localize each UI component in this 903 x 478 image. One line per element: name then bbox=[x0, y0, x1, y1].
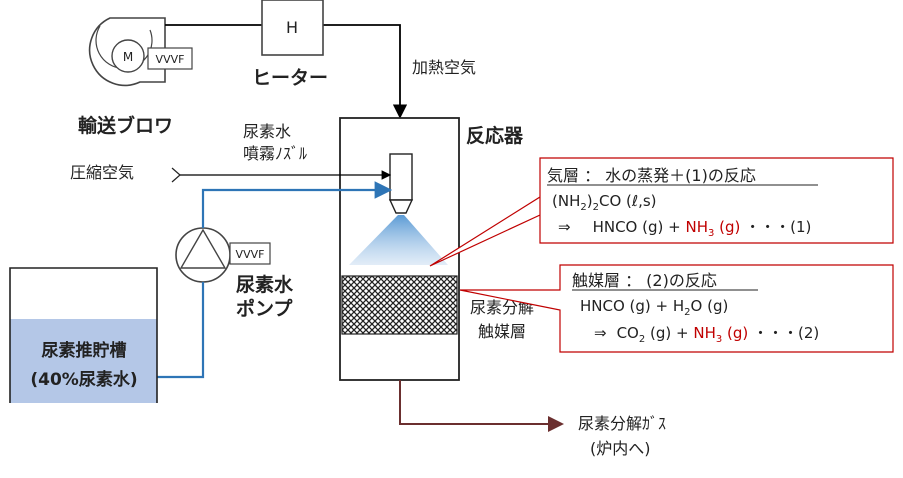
nozzle-label-line2: 噴霧ﾉｽﾞﾙ bbox=[243, 144, 307, 163]
urea-line-pump-nozzle bbox=[201, 181, 393, 228]
spray-cone bbox=[349, 215, 448, 265]
gas-box-title: 気層 ： 水の蒸発＋(1)の反応 bbox=[547, 166, 756, 185]
tank-outline bbox=[9, 267, 158, 403]
cat-box-eq2: ⇒CO2 (g) + NH3 (g) ・・・(2) bbox=[594, 324, 819, 345]
blower-vvvf-box bbox=[147, 47, 193, 70]
transport-blower: M VVVF bbox=[88, 17, 193, 87]
gas-box-eq1: (NH2)2CO (ℓ,s) bbox=[552, 192, 657, 213]
spray-nozzle bbox=[388, 153, 414, 214]
heated-air-label: 加熱空気 bbox=[412, 58, 476, 77]
nozzle-label-line1: 尿素水 bbox=[243, 122, 291, 141]
blower-label: 輸送ブロワ bbox=[78, 114, 173, 137]
tank-label-line2: (40%尿素水) bbox=[30, 369, 137, 390]
compressed-air-inlet-icon bbox=[171, 167, 181, 183]
pump-vvvf-label: VVVF bbox=[236, 248, 265, 261]
outlet-gas-line bbox=[399, 380, 564, 432]
urea-pump: VVVF bbox=[175, 227, 271, 283]
pump-label-line2: ポンプ bbox=[236, 297, 293, 320]
catalyst-callout bbox=[459, 264, 894, 353]
heater-box bbox=[261, 0, 324, 56]
compressed-air-label: 圧縮空気 bbox=[70, 163, 134, 182]
catalyst-label-line1: 尿素分解 bbox=[470, 298, 534, 317]
catalyst-label-line2: 触媒層 bbox=[478, 322, 526, 341]
pump-vvvf-box bbox=[229, 242, 271, 265]
heated-air-line bbox=[323, 24, 408, 119]
reactor-label: 反応器 bbox=[466, 124, 524, 147]
cat-box-eq1: HNCO (g) + H2O (g) bbox=[580, 297, 728, 318]
heater-label: ヒーター bbox=[252, 67, 328, 89]
urea-line-tank-pump bbox=[157, 282, 205, 379]
cat-box-title: 触媒層 ： (2)の反応 bbox=[572, 271, 717, 290]
outlet-label-line1: 尿素分解ｶﾞｽ bbox=[578, 414, 666, 433]
blower-vvvf-label: VVVF bbox=[156, 53, 185, 66]
gas-box-eq2: ⇒HNCO (g) + NH3 (g) ・・・(1) bbox=[558, 218, 811, 239]
catalyst-bed bbox=[341, 275, 458, 335]
outlet-label-line2: (炉内へ) bbox=[590, 439, 651, 458]
pump-label-line1: 尿素水 bbox=[236, 273, 294, 296]
heater-symbol: H bbox=[286, 18, 298, 37]
motor-label: M bbox=[123, 50, 133, 64]
tank-label-line1: 尿素推貯槽 bbox=[42, 340, 127, 361]
tank-liquid bbox=[10, 319, 157, 403]
motor-icon bbox=[111, 39, 145, 73]
